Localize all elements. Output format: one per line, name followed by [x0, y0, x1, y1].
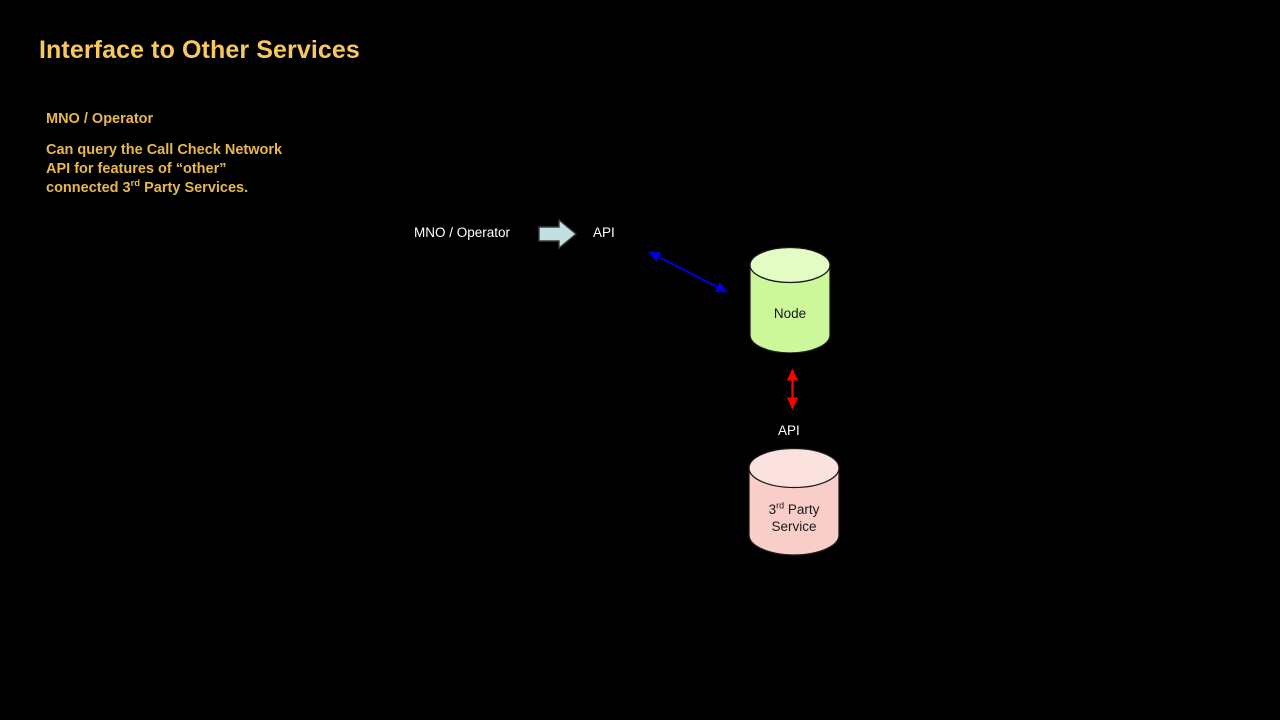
notes-body-line-3: connected 3rd Party Services. — [46, 179, 282, 198]
diagram-label-api-middle: API — [778, 423, 800, 438]
notes-body-line-3-post: Party Services. — [140, 180, 249, 196]
node-cylinder-shape: Node — [748, 246, 832, 354]
notes-heading: MNO / Operator — [46, 111, 154, 127]
third-party-service-cylinder-shape: 3rd Party Service — [747, 447, 841, 557]
notes-body-line-2: API for features of “other” — [46, 161, 227, 177]
right-block-arrow-icon — [538, 218, 578, 250]
page-title: Interface to Other Services — [39, 36, 360, 64]
red-double-arrow-connector — [780, 360, 806, 418]
diagram-label-api-top: API — [593, 225, 615, 240]
notes-body-line-3-sup: rd — [130, 178, 141, 190]
notes-body-line-1: Can query the Call Check Network — [46, 142, 283, 158]
notes-body: Can query the Call Check Network API for… — [46, 141, 282, 198]
notes-body-line-3-pre: connected 3 — [46, 180, 131, 196]
blue-double-arrow-connector — [636, 240, 740, 304]
diagram-label-mno-operator: MNO / Operator — [414, 225, 511, 240]
